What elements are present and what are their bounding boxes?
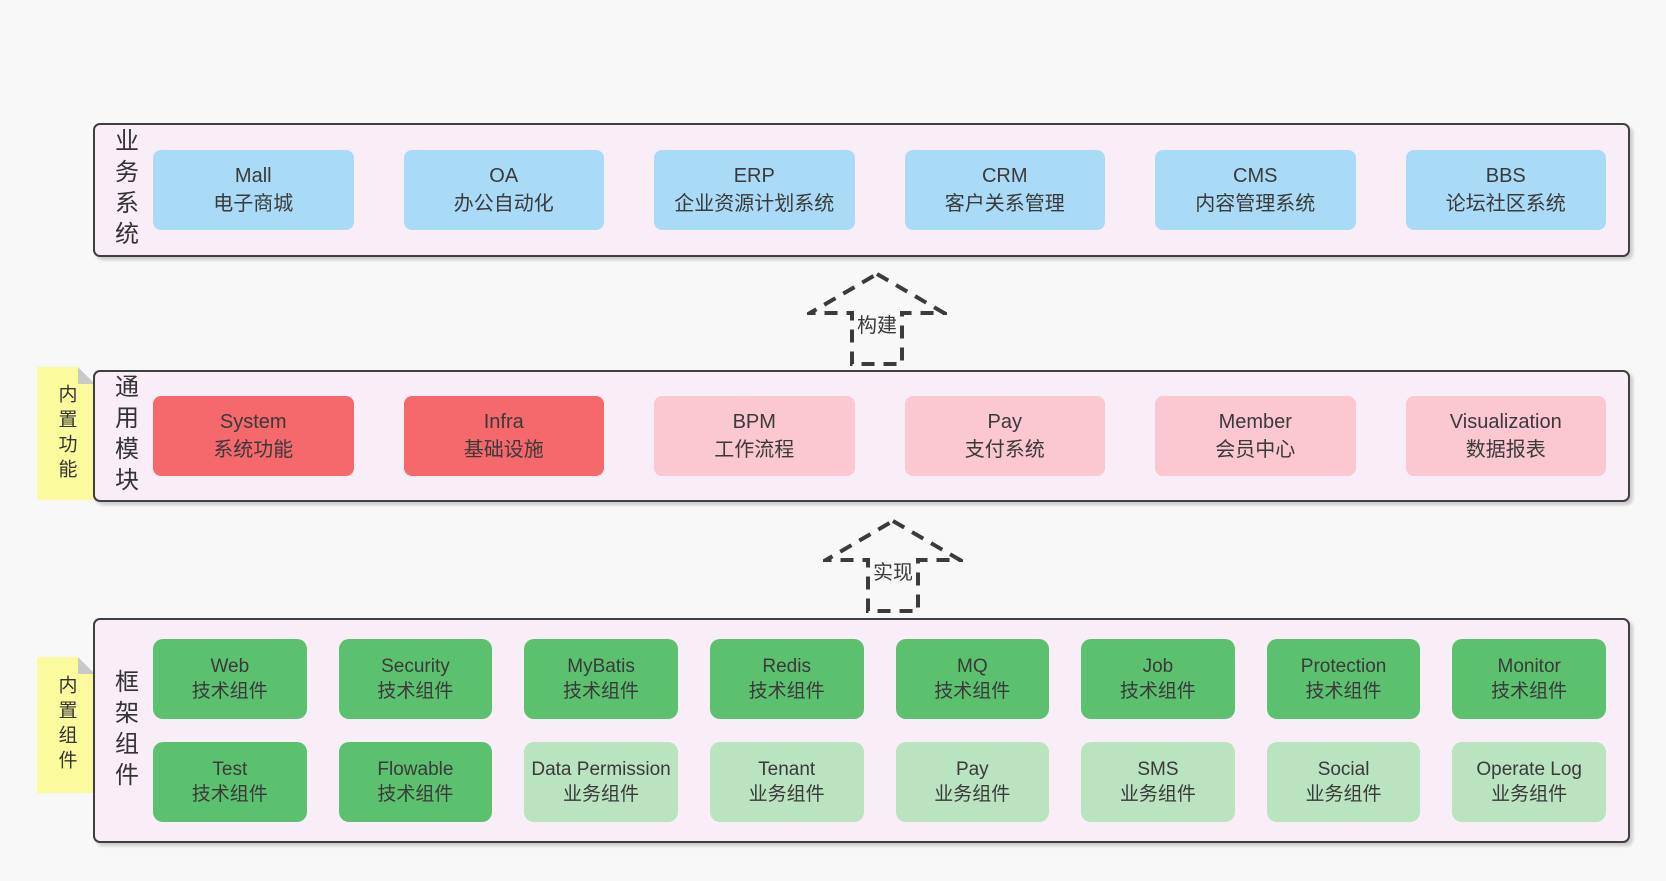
note-text: 内置功能 [55,383,77,484]
layer-label-business: 业务系统 [110,128,138,252]
layer-business-systems: 业务系统 Mall 电子商城 OA 办公自动化 ERP 企业资源计划系统 CRM… [93,123,1630,257]
box-bbs: BBS 论坛社区系统 [1405,150,1606,230]
box-sms: SMS 业务组件 [1081,742,1235,822]
box-redis: Redis 技术组件 [709,639,864,719]
box-test: Test 技术组件 [153,742,307,822]
layer-common-modules: 通用模块 System 系统功能 Infra 基础设施 BPM 工作流程 Pay… [93,370,1630,502]
implement-arrow: 实现 [823,518,963,614]
box-bpm: BPM 工作流程 [654,396,855,476]
component-rows: Web 技术组件 Security 技术组件 MyBatis 技术组件 Redi… [153,620,1628,841]
layer-label-modules: 通用模块 [110,374,138,498]
box-job: Job 技术组件 [1081,639,1235,719]
business-boxes: Mall 电子商城 OA 办公自动化 ERP 企业资源计划系统 CRM 客户关系… [153,125,1628,255]
component-row-1: Web 技术组件 Security 技术组件 MyBatis 技术组件 Redi… [153,639,1606,719]
implement-arrow-label: 实现 [870,555,916,586]
box-security: Security 技术组件 [338,639,493,719]
box-protection: Protection 技术组件 [1266,639,1421,719]
box-operate-log: Operate Log 业务组件 [1452,742,1606,822]
box-data-permission: Data Permission 业务组件 [524,742,678,822]
box-tenant: Tenant 业务组件 [709,742,864,822]
box-member: Member 会员中心 [1155,396,1356,476]
box-crm: CRM 客户关系管理 [904,150,1105,230]
box-mybatis: MyBatis 技术组件 [524,639,678,719]
build-arrow: 构建 [807,271,947,367]
box-pay-component: Pay 业务组件 [895,742,1050,822]
box-mall: Mall 电子商城 [153,150,354,230]
box-system: System 系统功能 [153,396,354,476]
box-cms: CMS 内容管理系统 [1155,150,1356,230]
box-oa: OA 办公自动化 [403,150,604,230]
box-social: Social 业务组件 [1266,742,1421,822]
module-boxes: System 系统功能 Infra 基础设施 BPM 工作流程 Pay 支付系统… [153,372,1628,500]
box-web: Web 技术组件 [153,639,307,719]
box-visualization: Visualization 数据报表 [1405,396,1606,476]
note-built-in-features: 内置功能 [37,367,95,500]
layer-label-components: 框架组件 [110,668,138,793]
note-text: 内置组件 [55,675,77,775]
box-pay-system: Pay 支付系统 [904,396,1105,476]
component-row-2: Test 技术组件 Flowable 技术组件 Data Permission … [153,742,1606,822]
box-infra: Infra 基础设施 [403,396,604,476]
build-arrow-label: 构建 [854,308,900,339]
box-flowable: Flowable 技术组件 [338,742,493,822]
box-erp: ERP 企业资源计划系统 [654,150,855,230]
note-built-in-components: 内置组件 [37,657,95,793]
box-monitor: Monitor 技术组件 [1452,639,1606,719]
layer-framework-components: 框架组件 Web 技术组件 Security 技术组件 MyBatis 技术组件… [93,618,1630,843]
box-mq: MQ 技术组件 [895,639,1050,719]
